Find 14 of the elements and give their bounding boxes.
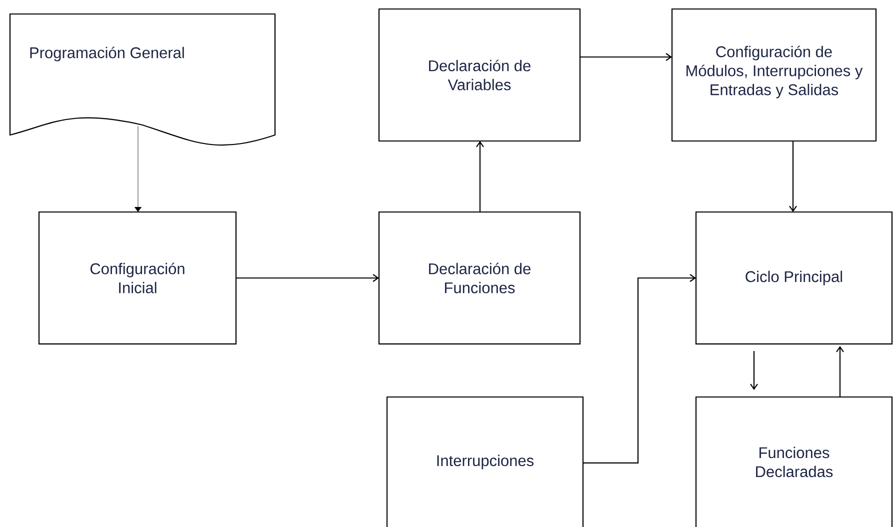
arrow xyxy=(750,350,758,390)
arrow xyxy=(789,141,797,212)
process-box: Funciones Declaradas xyxy=(695,396,893,527)
process-box: Configuración de Módulos, Interrupciones y Entradas y Salidas xyxy=(671,8,877,142)
process-box: Declaración de Funciones xyxy=(378,211,581,345)
arrow xyxy=(476,141,484,212)
process-box: Interrupciones xyxy=(386,396,584,527)
process-box: Configuración Inicial xyxy=(38,211,237,345)
arrow xyxy=(583,274,696,464)
arrow xyxy=(580,53,672,61)
process-box: Declaración de Variables xyxy=(378,8,581,142)
arrow xyxy=(836,346,844,397)
arrow xyxy=(236,274,379,282)
process-box: Ciclo Principal xyxy=(695,211,893,345)
